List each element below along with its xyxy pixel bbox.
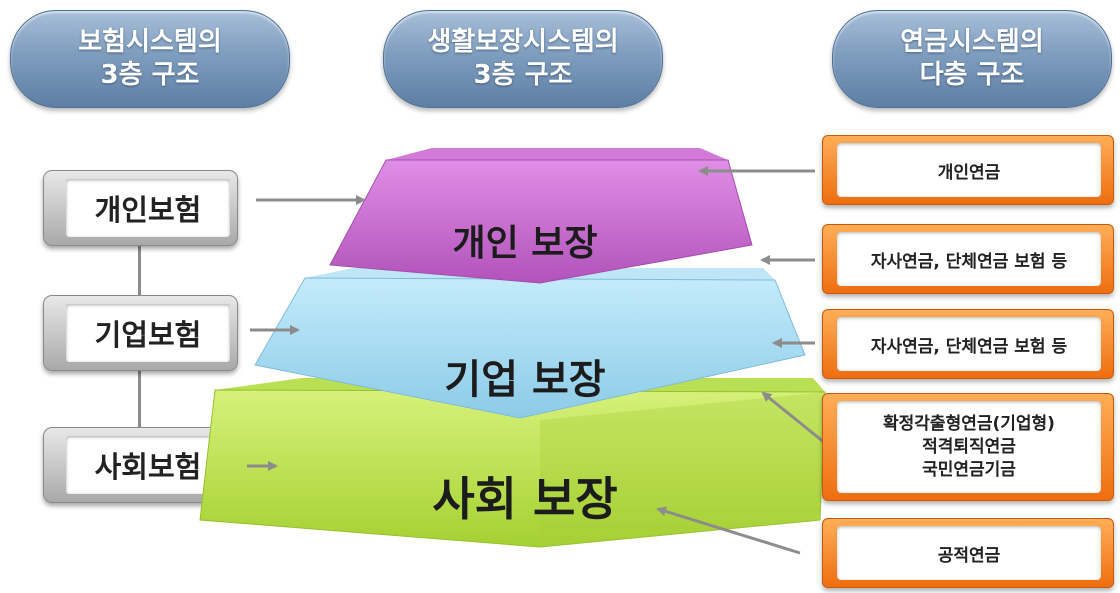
- corporate-insurance-box: 기업보험: [43, 295, 238, 371]
- connector-line: [138, 369, 141, 427]
- social-insurance-label: 사회보험: [66, 436, 230, 494]
- pension-line: 확정각출형연금(기업형): [883, 413, 1055, 434]
- national-pension-box: 확정각출형연금(기업형) 적격퇴직연금 국민연금기금: [822, 393, 1114, 501]
- personal-protection-label: 개인 보장: [452, 223, 597, 264]
- company-pension-box: 자사연금, 단체연금 보험 등: [822, 309, 1114, 379]
- header-line: 3층 구조: [100, 60, 200, 90]
- social-protection-label: 사회 보장: [432, 472, 617, 526]
- corporate-insurance-label: 기업보험: [66, 304, 230, 362]
- arrow-icon: [656, 506, 801, 555]
- company-pension-label: 자사연금, 단체연금 보험 등: [837, 317, 1101, 371]
- public-pension-label: 공적연금: [837, 526, 1101, 580]
- header-line: 연금시스템의: [900, 27, 1044, 57]
- pension-line: 국민연금기금: [922, 459, 1016, 480]
- company-pension-label: 자사연금, 단체연금 보험 등: [837, 232, 1101, 286]
- pension-system-header: 연금시스템의 다층 구조: [832, 10, 1112, 108]
- header-line: 생활보장시스템의: [427, 27, 619, 57]
- social-insurance-box: 사회보험: [43, 427, 238, 503]
- personal-pension-label: 개인연금: [837, 143, 1101, 197]
- header-line: 3층 구조: [473, 60, 573, 90]
- company-pension-box: 자사연금, 단체연금 보험 등: [822, 224, 1114, 294]
- personal-insurance-label: 개인보험: [66, 179, 230, 237]
- insurance-system-header: 보험시스템의 3층 구조: [10, 10, 290, 108]
- header-line: 보험시스템의: [78, 27, 222, 57]
- personal-protection-tier: [329, 148, 753, 284]
- personal-pension-box: 개인연금: [822, 135, 1114, 205]
- personal-insurance-box: 개인보험: [43, 170, 238, 246]
- header-line: 다층 구조: [919, 60, 1025, 90]
- public-pension-box: 공적연금: [822, 518, 1114, 588]
- pension-line: 적격퇴직연금: [922, 436, 1016, 457]
- connector-line: [138, 244, 141, 295]
- livelihood-system-header: 생활보장시스템의 3층 구조: [383, 10, 663, 108]
- corporate-protection-label: 기업 보장: [444, 357, 605, 403]
- arrow-icon: [761, 391, 831, 449]
